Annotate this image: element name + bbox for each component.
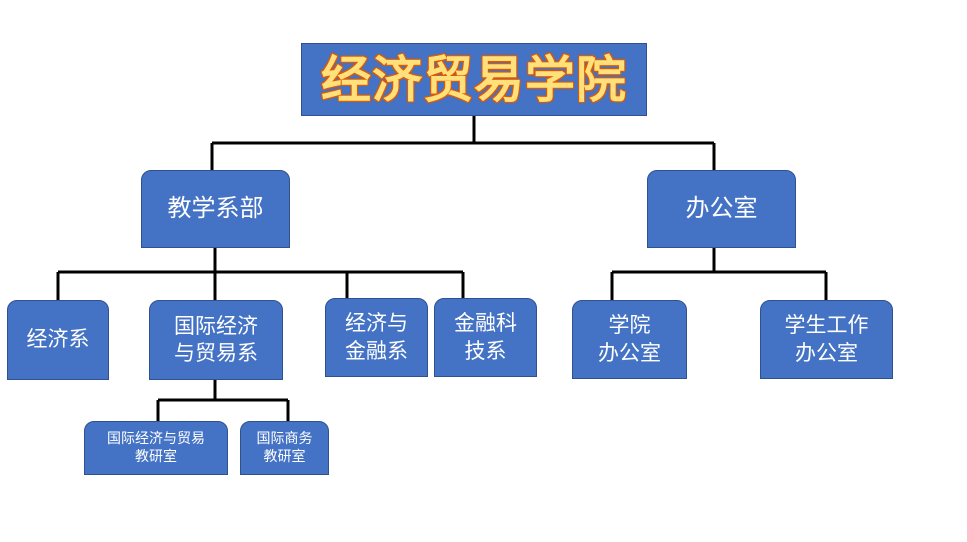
node-econ-finance-dept: 经济与 金融系 <box>325 298 428 377</box>
node-intl-econ-trade-dept: 国际经济 与贸易系 <box>149 300 283 380</box>
node-intl-business-section: 国际商务 教研室 <box>240 421 329 475</box>
node-teaching-departments: 教学系部 <box>141 170 290 248</box>
node-student-affairs-office: 学生工作 办公室 <box>760 300 893 379</box>
node-college-office: 学院 办公室 <box>572 300 687 379</box>
node-fintech-dept: 金融科 技系 <box>434 298 537 377</box>
node-economics-dept: 经济系 <box>7 300 109 380</box>
root-node-college: 经济贸易学院 <box>301 43 647 116</box>
node-office: 办公室 <box>647 170 796 248</box>
node-intl-econ-trade-section: 国际经济与贸易 教研室 <box>84 421 228 475</box>
